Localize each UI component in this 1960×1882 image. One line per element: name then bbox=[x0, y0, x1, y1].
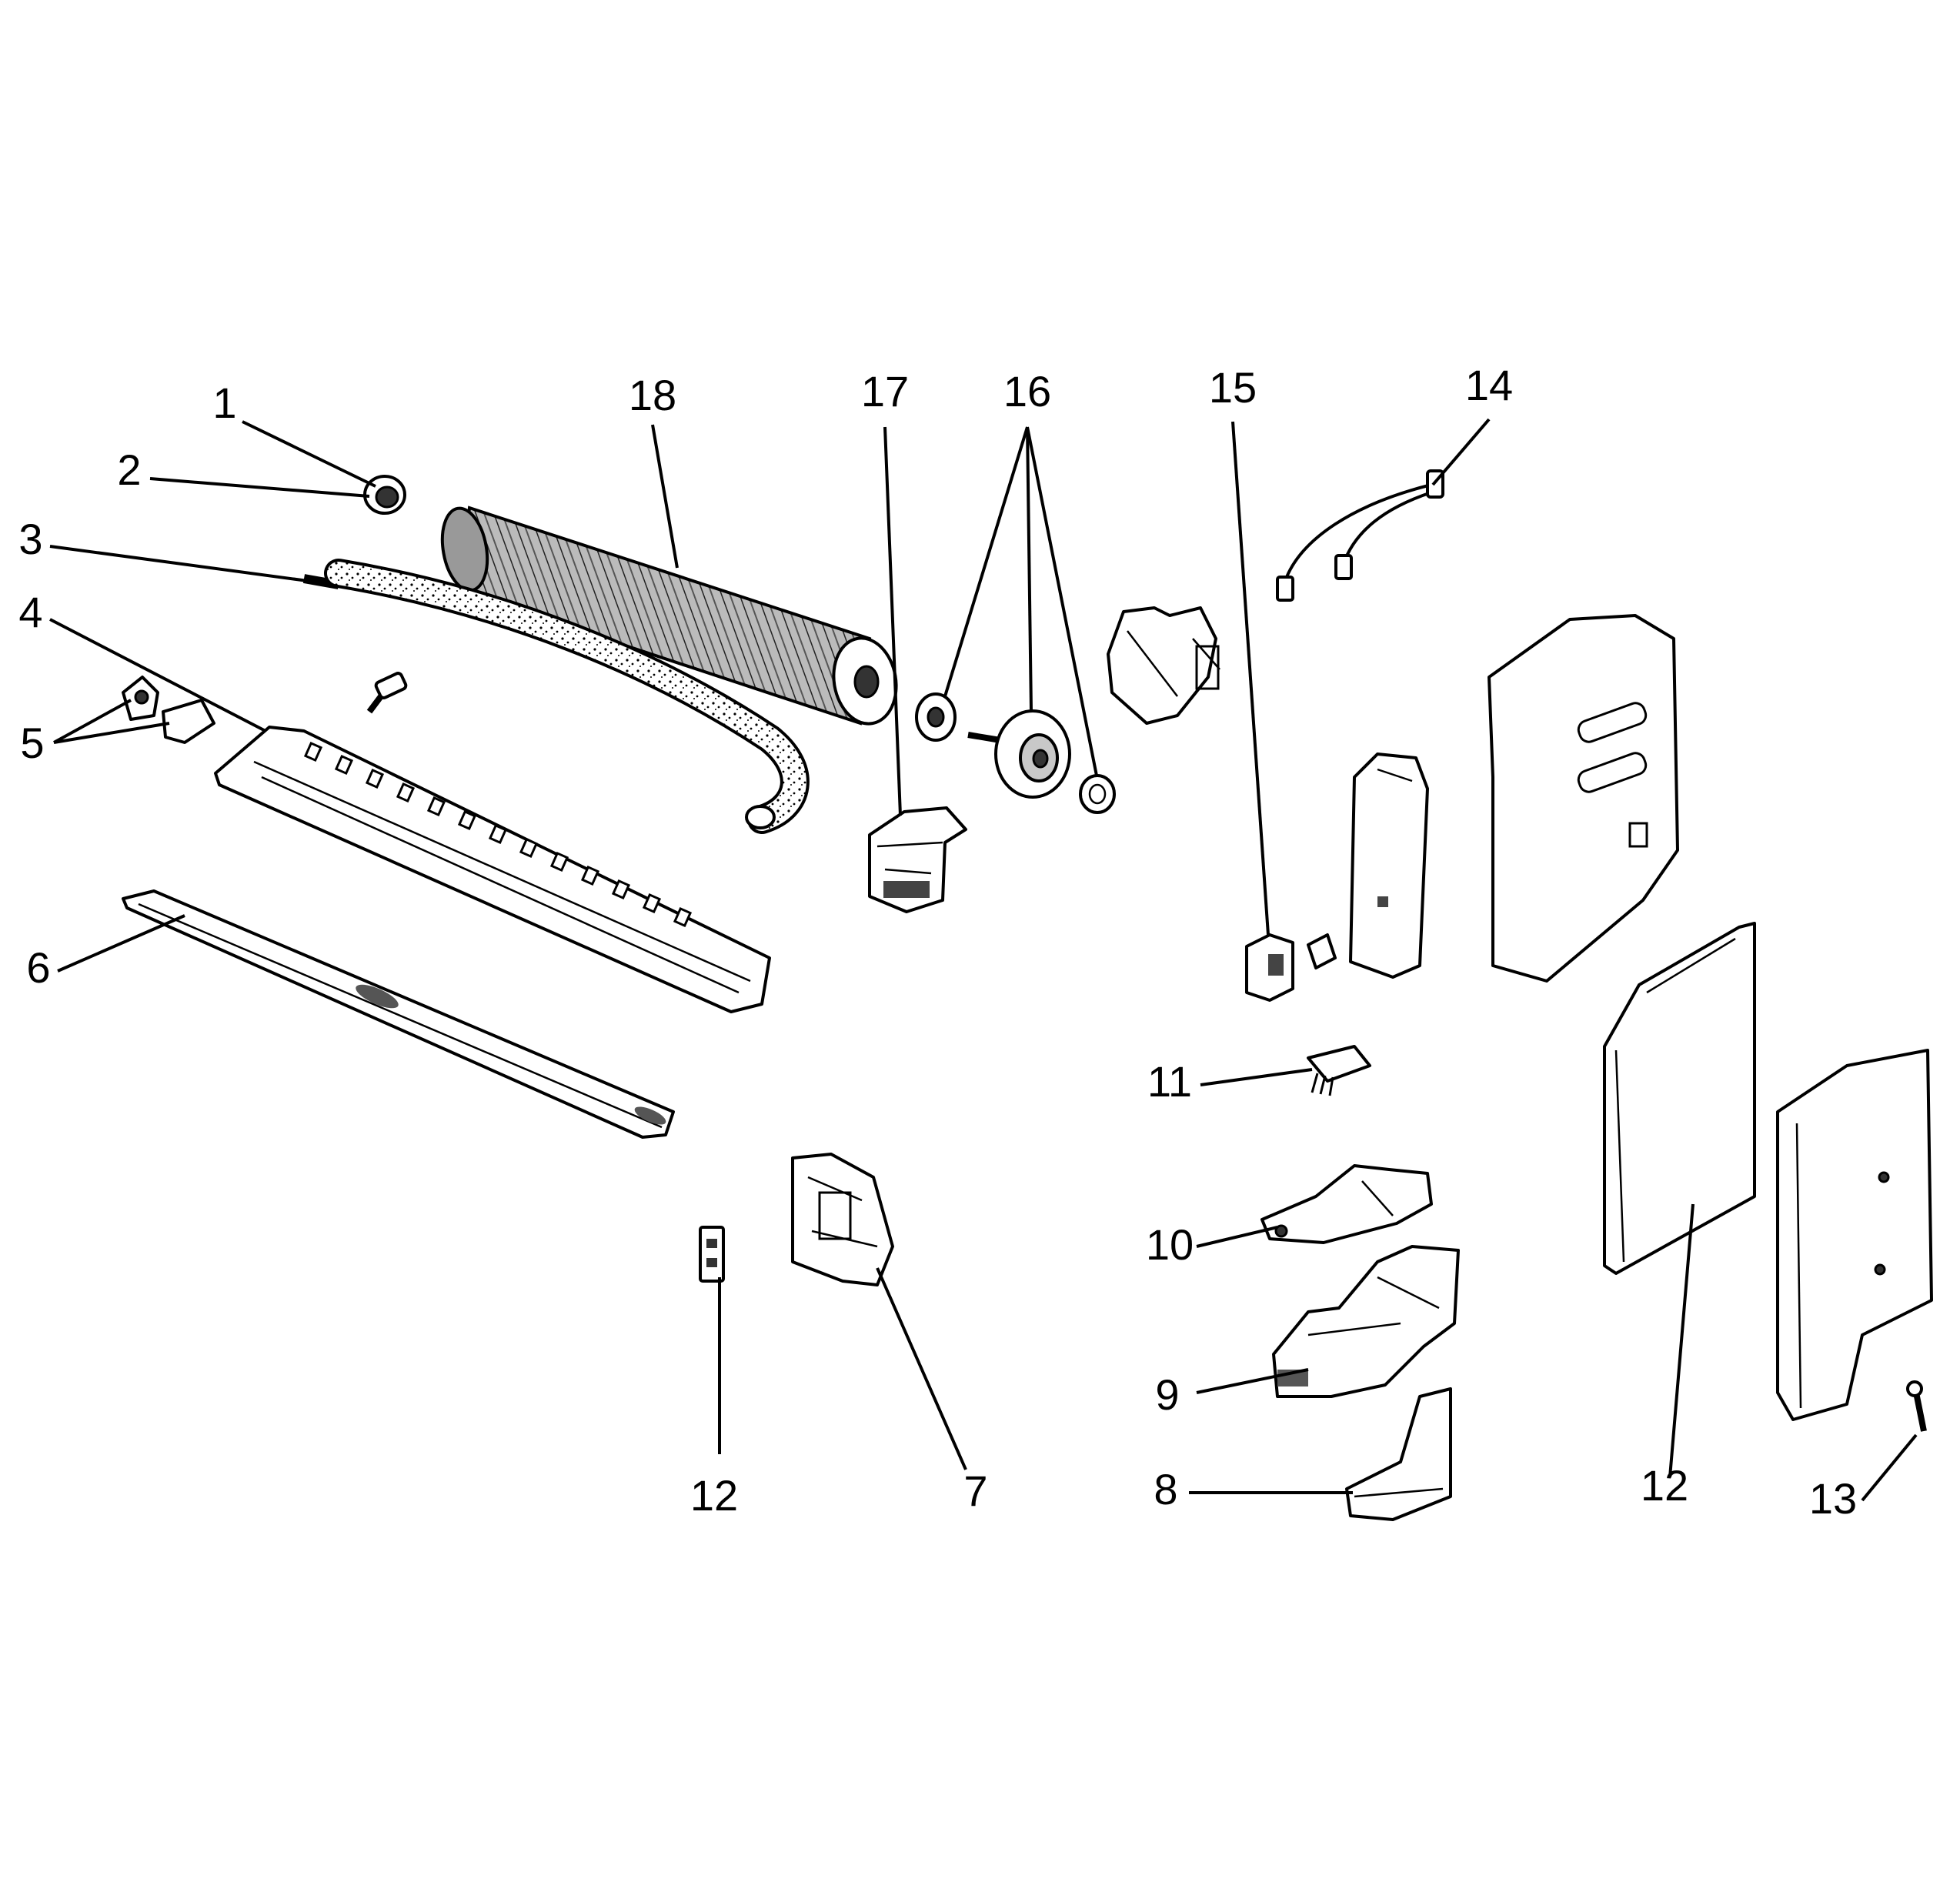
callout-3: 3 bbox=[18, 515, 42, 563]
part-3-drain-hose bbox=[302, 559, 810, 834]
part-10-bracket bbox=[1260, 1164, 1433, 1244]
callout-16: 16 bbox=[1003, 367, 1051, 415]
callout-2: 2 bbox=[117, 445, 141, 494]
part-11-connector bbox=[1307, 1045, 1371, 1096]
callout-7: 7 bbox=[963, 1467, 987, 1515]
part-17-motor-bracket bbox=[868, 806, 967, 913]
screw bbox=[366, 672, 408, 714]
callout-14: 14 bbox=[1465, 361, 1513, 409]
callout-9: 9 bbox=[1155, 1370, 1179, 1419]
part-4-drain-pan bbox=[214, 726, 771, 1013]
callout-labels: 1 2 3 4 5 6 7 8 9 10 11 12 12 13 14 15 1… bbox=[18, 361, 1857, 1523]
part-12-control-board bbox=[1603, 922, 1756, 1275]
callout-12-left: 12 bbox=[690, 1471, 738, 1520]
callout-8: 8 bbox=[1154, 1465, 1177, 1513]
part-6-vane bbox=[122, 889, 675, 1139]
electrical-box-panel bbox=[1488, 614, 1679, 983]
callout-6: 6 bbox=[26, 943, 50, 992]
callout-17: 17 bbox=[861, 367, 909, 415]
callout-4: 4 bbox=[18, 588, 42, 636]
part-1-cap bbox=[363, 475, 406, 515]
callout-10: 10 bbox=[1146, 1220, 1194, 1269]
part-12-connector-left bbox=[699, 1226, 725, 1283]
electrical-box-cover bbox=[1776, 1049, 1933, 1421]
part-8-bracket bbox=[1345, 1387, 1452, 1521]
part-15-switch bbox=[1245, 933, 1337, 1002]
part-14-wire-harness bbox=[1276, 469, 1444, 602]
part-7-step-motor bbox=[791, 1153, 894, 1286]
part-16-fan-motor bbox=[915, 692, 1116, 814]
callout-12-right: 12 bbox=[1641, 1461, 1688, 1510]
callout-1: 1 bbox=[212, 379, 236, 427]
leader-lines bbox=[49, 418, 1918, 1502]
callout-18: 18 bbox=[629, 371, 676, 419]
callout-5: 5 bbox=[20, 719, 44, 767]
callout-15: 15 bbox=[1209, 363, 1257, 412]
louver-teeth bbox=[303, 741, 693, 928]
part-5-bushings bbox=[122, 676, 215, 744]
callout-13: 13 bbox=[1809, 1474, 1857, 1523]
callout-11: 11 bbox=[1147, 1057, 1192, 1106]
motor-mount-bracket bbox=[1107, 606, 1220, 725]
part-13-screw bbox=[1906, 1380, 1927, 1432]
control-box-cover bbox=[1349, 752, 1429, 979]
part-9-terminal-bracket bbox=[1272, 1245, 1460, 1398]
